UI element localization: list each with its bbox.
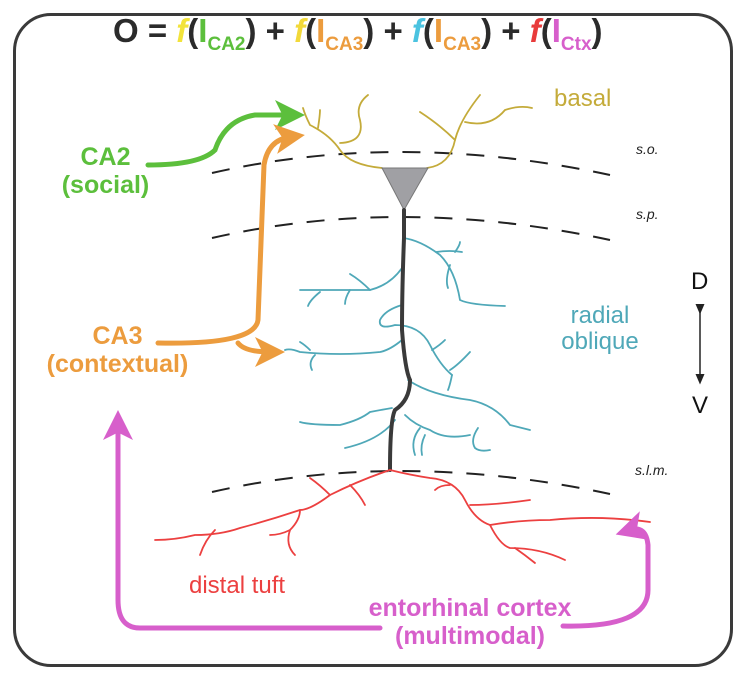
input-symbol: I (316, 12, 326, 49)
input-symbol: I (551, 12, 561, 49)
input-subscript: CA3 (325, 34, 364, 55)
distal-tuft-label: distal tuft (189, 572, 286, 599)
ctx-desc: (multimodal) (395, 621, 545, 650)
ctx-arrow-right (560, 511, 651, 629)
soma (381, 167, 429, 212)
paren-close: ) (363, 12, 375, 49)
radial-oblique-label: radial oblique (545, 302, 655, 356)
ca3-name: CA3 (92, 322, 143, 350)
ca2-label: CA2 (social) (48, 143, 163, 199)
equation-input-ca3-basal: ICA3 (316, 12, 363, 55)
paren-open: ( (305, 12, 317, 49)
input-subscript: Ctx (560, 34, 592, 55)
ctx-arrow-left (103, 410, 383, 631)
equation-fn-ca3-radial: f (411, 12, 423, 49)
input-symbol: I (198, 12, 208, 49)
radial-oblique-dendrites (284, 237, 531, 456)
equation-output: O (113, 12, 139, 49)
paren-close: ) (481, 12, 493, 49)
input-subscript: CA3 (443, 34, 482, 55)
equation-fn-ca2: f (176, 12, 188, 49)
layer-boundary-so (211, 151, 611, 176)
equation-input-ca2: ICA2 (198, 12, 245, 55)
ventral-label: V (692, 392, 709, 419)
dorsal-label: D (691, 268, 709, 295)
ca2-arrow (145, 100, 305, 168)
equation-equals: = (147, 12, 168, 49)
paren-close: ) (245, 12, 257, 49)
input-symbol: I (433, 12, 444, 49)
equation: O = f(ICA2) + f(ICA3) + f(ICA3) + f(ICtx… (113, 12, 603, 56)
equation-fn-ca3-basal: f (294, 12, 306, 49)
basal-label: basal (554, 85, 612, 112)
basal-dendrites (302, 94, 533, 169)
equation-input-ca3-radial: ICA3 (433, 12, 481, 55)
plus-sign: + (383, 12, 403, 49)
ca3-desc: (contextual) (46, 349, 189, 378)
ca2-name: CA2 (80, 143, 131, 171)
radial-word: radial (570, 302, 630, 329)
layer-boundary-slm (211, 470, 611, 495)
apical-trunk (388, 208, 413, 472)
distal-tuft-dendrites (154, 469, 651, 564)
equation-input-ctx: ICtx (551, 12, 592, 55)
diagram-frame (13, 13, 733, 667)
equation-fn-ctx: f (529, 12, 541, 49)
layer-label-sp: s.p. (636, 206, 659, 222)
ca2-desc: (social) (61, 170, 150, 199)
ca3-arrow-basal (155, 124, 305, 346)
layer-boundary-sp (211, 216, 611, 241)
paren-open: ( (187, 12, 199, 49)
layer-label-so: s.o. (636, 141, 659, 157)
input-subscript: CA2 (207, 34, 246, 55)
ca3-label: CA3 (contextual) (30, 322, 205, 378)
plus-sign: + (501, 12, 521, 49)
ctx-name: entorhinal cortex (368, 594, 572, 622)
paren-open: ( (540, 12, 552, 49)
ctx-label: entorhinal cortex (multimodal) (345, 594, 595, 650)
ca3-arrow-radial (235, 336, 285, 367)
oblique-word: oblique (561, 328, 639, 356)
plus-sign: + (265, 12, 285, 49)
paren-close: ) (591, 12, 603, 49)
paren-open: ( (422, 12, 434, 49)
layer-label-slm: s.l.m. (635, 462, 669, 478)
